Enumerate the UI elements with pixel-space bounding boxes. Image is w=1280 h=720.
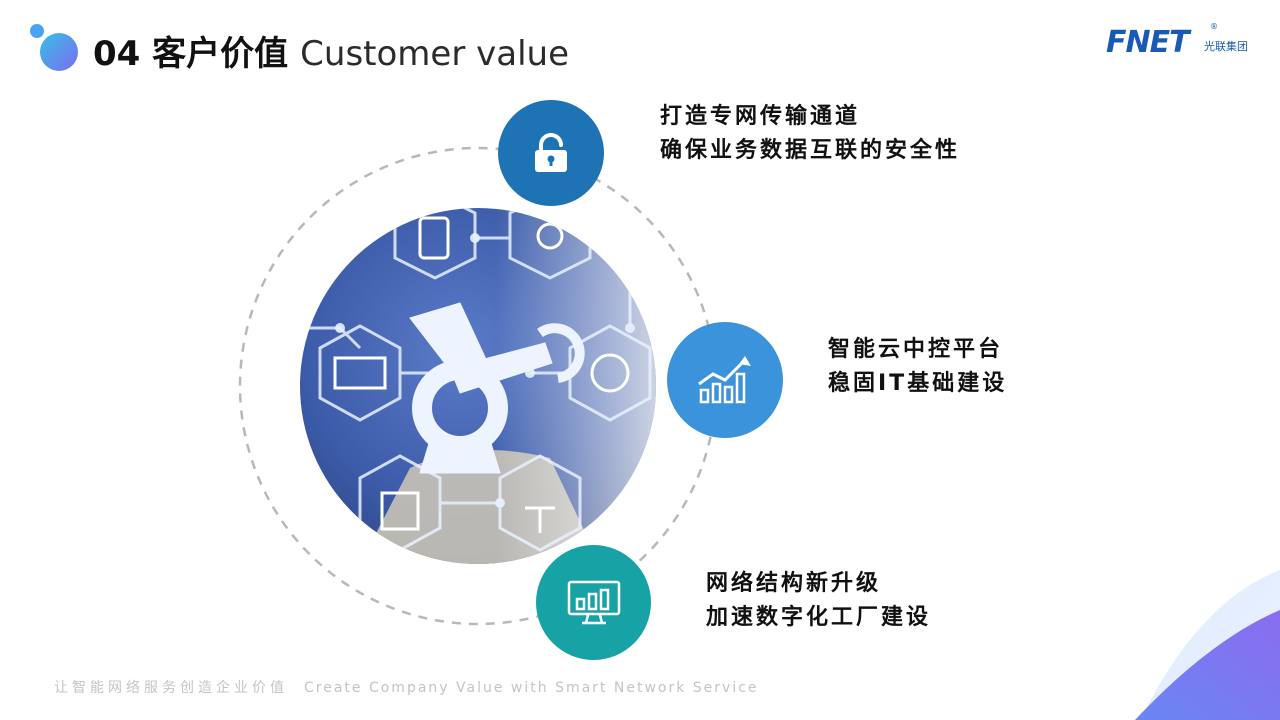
monitor-node bbox=[536, 545, 651, 660]
smart-factory-illustration bbox=[300, 208, 656, 564]
feature-3-line1: 网络结构新升级 bbox=[706, 571, 882, 596]
feature-3-line2: 加速数字化工厂建设 bbox=[706, 605, 932, 630]
lock-icon bbox=[535, 133, 567, 172]
growth-chart-icon bbox=[698, 356, 751, 404]
logo-brand: FNET bbox=[1106, 25, 1190, 60]
growth-chart-node bbox=[667, 322, 783, 438]
monitor-chart-icon bbox=[567, 580, 620, 624]
corner-wave-decoration bbox=[1135, 570, 1280, 720]
logo-registered: ® bbox=[1210, 22, 1218, 31]
page-title-cn: 04 客户价值 bbox=[93, 34, 289, 74]
feature-label-cloud-platform: 智能云中控平台 稳固IT基础建设 bbox=[828, 333, 1007, 401]
footer-slogan: 让智能网络服务创造企业价值 Create Company Value with S… bbox=[54, 678, 759, 698]
page-title-en: Customer value bbox=[300, 34, 569, 74]
feature-label-network-upgrade: 网络结构新升级 加速数字化工厂建设 bbox=[706, 567, 931, 635]
logo-subtitle: 光联集团 bbox=[1204, 40, 1248, 53]
lock-node bbox=[498, 100, 604, 206]
feature-1-line1: 打造专网传输通道 bbox=[660, 104, 861, 129]
footer-slogan-en: Create Company Value with Smart Network … bbox=[304, 680, 759, 696]
company-logo: FNET ® 光联集团 bbox=[1104, 22, 1254, 60]
page-title: 04 客户价值 Customer value bbox=[93, 30, 569, 78]
footer-slogan-cn: 让智能网络服务创造企业价值 bbox=[54, 680, 288, 696]
feature-1-line2: 确保业务数据互联的安全性 bbox=[660, 138, 961, 163]
feature-2-line2: 稳固IT基础建设 bbox=[828, 371, 1008, 396]
title-decoration-dots bbox=[30, 24, 78, 71]
feature-label-secure-channel: 打造专网传输通道 确保业务数据互联的安全性 bbox=[660, 100, 960, 168]
feature-2-line1: 智能云中控平台 bbox=[828, 337, 1004, 362]
